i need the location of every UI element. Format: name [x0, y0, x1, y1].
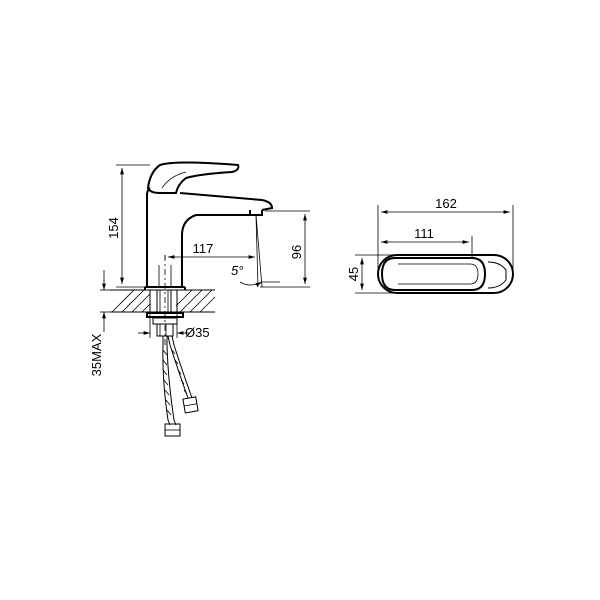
dim-spout-reach: 117: [164, 241, 255, 260]
dim-handle-length: 111: [381, 226, 473, 258]
dim-height-total: 154: [106, 164, 150, 288]
top-handle: [380, 257, 487, 291]
dim-spout-height: 96: [260, 210, 310, 288]
label-154: 154: [106, 217, 121, 239]
faucet-body: [144, 161, 274, 290]
label-96: 96: [289, 245, 304, 259]
label-162: 162: [435, 196, 457, 211]
dim-top-length: 162: [377, 196, 514, 270]
flex-hoses: [162, 335, 199, 437]
side-view: 154 117 5° 96 35MAX: [89, 161, 310, 437]
dim-spout-angle: 5°: [231, 214, 280, 288]
label-dia-35: Ø35: [185, 325, 210, 340]
label-117: 117: [193, 241, 214, 256]
label-45: 45: [346, 267, 361, 281]
label-35max: 35MAX: [89, 333, 104, 376]
label-111: 111: [414, 226, 434, 241]
deck-section: [110, 289, 216, 313]
dim-top-width: 45: [346, 254, 395, 294]
label-5-deg: 5°: [231, 263, 243, 278]
top-view: 162 111 45: [346, 196, 514, 294]
dim-deck-thickness: 35MAX: [89, 270, 112, 376]
top-outline: [377, 254, 514, 294]
dim-hole-diameter: Ø35: [138, 312, 210, 340]
